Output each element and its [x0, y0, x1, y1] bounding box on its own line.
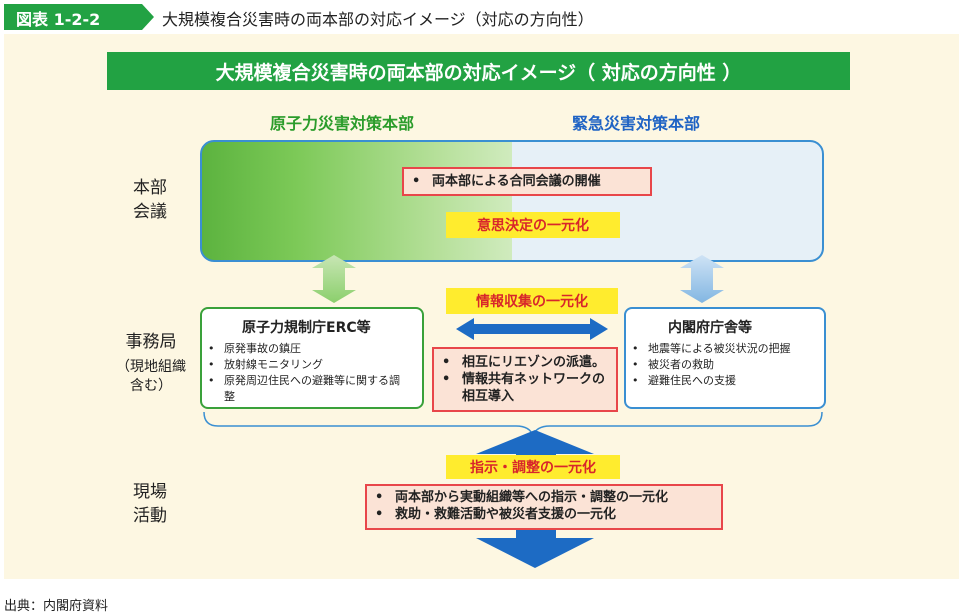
info-horizontal-arrow: [456, 318, 608, 340]
field-items-box: 両本部から実動組織等への指示・調整の一元化 救助・救難活動や被災者支援の一元化: [365, 484, 723, 530]
field-item: 両本部から実動組織等への指示・調整の一元化: [367, 489, 721, 506]
nuclear-double-arrow: [312, 255, 356, 303]
info-item: 情報共有ネットワークの相互導入: [434, 371, 616, 405]
cabinet-secretariat-box: 内閣府庁舎等 地震等による被災状況の把握 被災者の救助 避難住民への支援: [624, 307, 826, 409]
nra-item: 原発周辺住民への避難等に関する調整: [204, 373, 404, 405]
emergency-hq-heading: 緊急災害対策本部: [572, 114, 701, 133]
field-item: 救助・救難活動や被災者支援の一元化: [367, 506, 721, 523]
secretariat-bracket: [203, 411, 823, 439]
row-label-field: 現場 活動: [133, 482, 167, 526]
cabinet-box-title: 内閣府庁舎等: [668, 320, 752, 336]
info-badge: 情報収集の一元化: [446, 288, 618, 314]
decision-badge: 意思決定の一元化: [446, 212, 620, 238]
joint-meeting-item: 両本部による合同会議の開催: [404, 173, 650, 190]
diagram-title: 大規模複合災害時の両本部の対応イメージ（ 対応の方向性 ）: [107, 52, 850, 90]
nra-box-title: 原子力規制庁ERC等: [242, 320, 371, 336]
row-label-secretariat: 事務局: [125, 332, 177, 352]
field-up-arrow-head: [476, 430, 594, 454]
nuclear-hq-heading: 原子力災害対策本部: [270, 114, 415, 133]
cabinet-item: 避難住民への支援: [628, 373, 808, 389]
figure-title: 大規模複合災害時の両本部の対応イメージ（対応の方向性）: [162, 10, 594, 29]
coordination-badge: 指示・調整の一元化: [446, 455, 620, 479]
figure-tag: 図表 1-2-2: [16, 10, 101, 29]
field-arrow-shaft-bottom: [516, 528, 556, 538]
row-label-meeting: 本部 会議: [133, 178, 167, 222]
info-items-box: 相互にリエゾンの派遣。 情報共有ネットワークの相互導入: [432, 347, 618, 412]
nra-item: 放射線モニタリング: [204, 357, 404, 373]
joint-meeting-item-box: 両本部による合同会議の開催: [402, 167, 652, 196]
nra-secretariat-box: 原子力規制庁ERC等 原発事故の鎮圧 放射線モニタリング 原発周辺住民への避難等…: [200, 307, 424, 409]
joint-meeting-box: [200, 140, 824, 262]
info-item: 相互にリエゾンの派遣。: [434, 354, 616, 371]
cabinet-item: 被災者の救助: [628, 357, 808, 373]
cabinet-double-arrow: [680, 255, 724, 303]
field-down-arrow-head: [476, 538, 594, 568]
row-label-secretariat-note: （現地組織 含む）: [116, 359, 186, 394]
figure-tag-shape: [4, 4, 154, 30]
nra-item: 原発事故の鎮圧: [204, 341, 404, 357]
cabinet-item: 地震等による被災状況の把握: [628, 341, 808, 357]
source-note: 出典：内閣府資料: [4, 599, 109, 614]
